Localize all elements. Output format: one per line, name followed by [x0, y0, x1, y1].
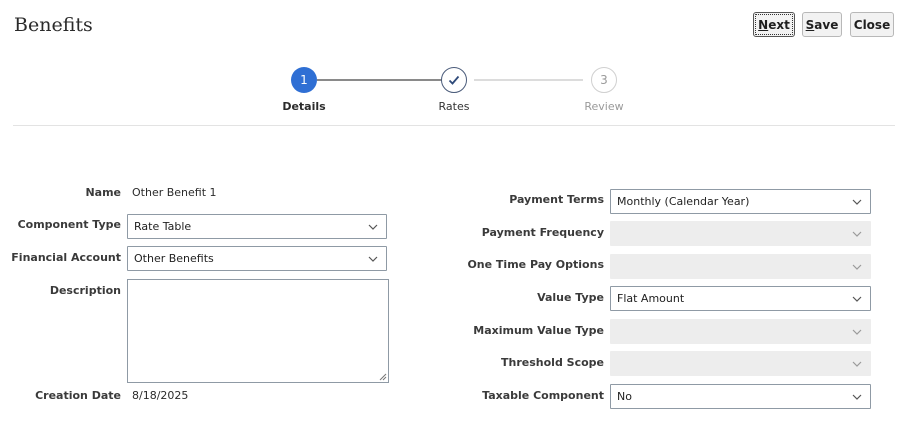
train-step-label[interactable]: Rates [438, 100, 470, 113]
chevron-down-icon [852, 359, 862, 369]
threshold-scope-select [610, 351, 871, 376]
close-label: Close [853, 17, 891, 32]
taxable-component-value: No [617, 390, 632, 403]
next-mnemonic: N [758, 17, 769, 32]
train-connector-1 [317, 79, 442, 81]
save-mnemonic: S [805, 17, 815, 32]
train-connector-2 [474, 79, 583, 81]
component-type-value: Rate Table [134, 220, 192, 233]
next-label: ext [768, 17, 790, 32]
chevron-down-icon [852, 392, 862, 402]
maximum-value-type-label: Maximum Value Type [473, 324, 604, 337]
financial-account-value: Other Benefits [134, 252, 214, 265]
chevron-down-icon [852, 294, 862, 304]
value-type-value: Flat Amount [617, 292, 685, 305]
header-divider [13, 125, 895, 126]
one-time-pay-options-label: One Time Pay Options [467, 258, 604, 271]
component-type-select[interactable]: Rate Table [127, 214, 387, 239]
taxable-component-label: Taxable Component [482, 389, 604, 402]
one-time-pay-options-select [610, 254, 871, 279]
chevron-down-icon [852, 262, 862, 272]
train-step-details[interactable]: 1 [291, 67, 317, 93]
component-type-label: Component Type [17, 218, 121, 231]
maximum-value-type-select [610, 319, 871, 344]
step-number: 3 [600, 73, 608, 87]
chevron-down-icon [852, 327, 862, 337]
creation-date-value: 8/18/2025 [132, 389, 189, 402]
page-title: Benefits [14, 14, 93, 36]
chevron-down-icon [852, 197, 862, 207]
taxable-component-select[interactable]: No [610, 384, 871, 409]
creation-date-label: Creation Date [35, 389, 121, 402]
description-label: Description [49, 284, 121, 297]
name-label: Name [85, 186, 121, 199]
payment-frequency-select [610, 221, 871, 246]
train-step-review: 3 [591, 67, 617, 93]
name-value: Other Benefit 1 [132, 186, 217, 199]
payment-terms-value: Monthly (Calendar Year) [617, 195, 750, 208]
financial-account-select[interactable]: Other Benefits [127, 246, 387, 271]
threshold-scope-label: Threshold Scope [501, 356, 604, 369]
value-type-select[interactable]: Flat Amount [610, 286, 871, 311]
chevron-down-icon [368, 222, 378, 232]
close-button[interactable]: Close [850, 12, 894, 37]
payment-terms-label: Payment Terms [509, 193, 604, 206]
value-type-label: Value Type [537, 291, 604, 304]
financial-account-label: Financial Account [11, 251, 121, 264]
train-step-rates[interactable] [441, 67, 467, 93]
chevron-down-icon [368, 254, 378, 264]
payment-terms-select[interactable]: Monthly (Calendar Year) [610, 189, 871, 214]
train-step-label: Details [282, 100, 326, 113]
save-label: ave [814, 17, 839, 32]
description-textarea[interactable] [127, 279, 389, 383]
checkmark-icon [448, 75, 460, 85]
step-number: 1 [300, 73, 308, 87]
resize-handle-icon[interactable] [379, 373, 387, 381]
train-step-label: Review [584, 100, 624, 113]
chevron-down-icon [852, 229, 862, 239]
payment-frequency-label: Payment Frequency [481, 226, 604, 239]
